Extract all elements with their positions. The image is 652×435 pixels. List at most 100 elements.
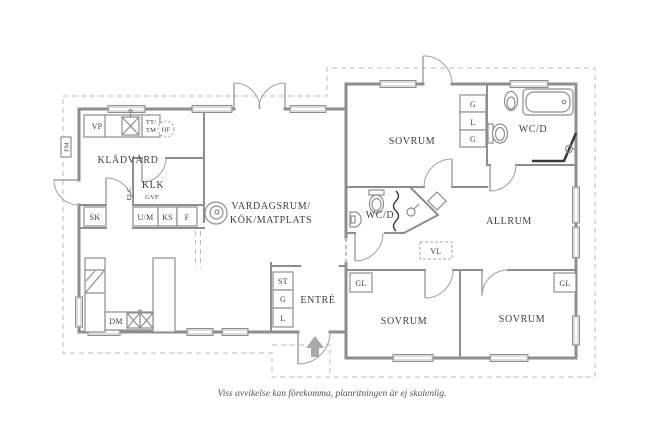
closet-l1-label: L <box>470 118 475 127</box>
door-wcd-top-swing <box>489 164 517 192</box>
wcd-top-label: WC/D <box>519 124 548 135</box>
vardagsrum-label-line2: KÖK/MATPLATS <box>230 214 312 226</box>
dashed-outline <box>62 67 596 378</box>
closet-g2 <box>459 129 487 148</box>
kitchen-counters: DM <box>84 257 176 333</box>
sovrum-br-label: SOVRUM <box>499 314 545 325</box>
vardagsrum-label-line1: VARDAGSRUM/ <box>231 201 310 212</box>
gvf-label: GVF <box>145 194 159 201</box>
shower-curtain-wavy <box>392 190 400 232</box>
hf-unit-circle <box>157 120 175 138</box>
sovrum-bl-label: SOVRUM <box>381 316 427 327</box>
freezer-box <box>176 206 198 227</box>
hf-label: HF <box>162 127 171 134</box>
closet-g-label: G <box>280 295 286 304</box>
interior-walls <box>78 83 577 359</box>
window <box>75 296 83 328</box>
door-klk-swing <box>141 157 167 183</box>
toilet-icon <box>487 123 509 144</box>
fm-label: FM <box>64 142 71 152</box>
window <box>392 354 434 362</box>
allrum-label: ALLRUM <box>486 216 532 227</box>
sk-label: SK <box>90 213 101 222</box>
window <box>186 328 214 336</box>
interior-walls-right <box>345 83 577 359</box>
counter-right-peninsula <box>152 257 176 333</box>
room-labels: KLÄDVÅRD KLK VARDAGSRUM/ KÖK/MATPLATS EN… <box>98 124 548 327</box>
sovrum-top-label: SOVRUM <box>389 136 435 147</box>
toilet-icon <box>368 189 385 214</box>
bathtub-icon <box>522 88 574 116</box>
heat-pump-label: VP <box>92 122 103 131</box>
vl-box <box>419 241 453 260</box>
closet-gl-left-label: GL <box>355 279 366 288</box>
dryer-label: TT/ <box>146 119 156 126</box>
window <box>572 315 580 346</box>
window <box>107 105 146 113</box>
window <box>289 105 327 113</box>
double-door-terrace-swing <box>233 82 286 110</box>
appliance-row: SK U/M KS F <box>83 206 198 227</box>
interior-walls-left <box>78 108 347 333</box>
closet-gl-right-label: GL <box>559 279 570 288</box>
shower-mixer-icon <box>564 144 576 154</box>
elc-label: ELC <box>126 188 133 201</box>
porch-outline <box>272 344 331 377</box>
window <box>572 186 580 224</box>
door-entrance-swing <box>297 331 331 365</box>
oven-micro-label: U/M <box>137 213 153 222</box>
closet-gl-right <box>553 272 577 293</box>
stove-icon <box>204 201 228 225</box>
wcd-mid-fixtures <box>349 189 420 232</box>
closet-g2-label: G <box>470 135 476 144</box>
laundry-sink-icon <box>121 108 140 136</box>
windows <box>75 80 580 362</box>
exterior-wall-left-building <box>77 107 348 334</box>
freezer-label: F <box>185 213 190 222</box>
entre-closets: ST G L <box>272 271 294 328</box>
pedestal-sink-icon <box>503 90 519 112</box>
wcd-top-fixtures <box>487 88 578 163</box>
closet-gl-left <box>349 272 373 293</box>
disclaimer-text: Viss avvikelse kan förekomma, planritnin… <box>218 388 447 399</box>
shower-head-icon <box>406 203 420 217</box>
door-sovrum-br-swing <box>481 269 509 297</box>
window <box>221 328 249 336</box>
door-left-exterior-swing <box>53 179 80 206</box>
washer-label: TM <box>146 127 156 134</box>
closet-g1-label: G <box>470 100 476 109</box>
fm-unit-box <box>60 136 72 158</box>
window <box>489 354 529 362</box>
eaves-outline <box>62 67 596 378</box>
dishwasher-label: DM <box>109 317 123 326</box>
kitchen-dashed-marks <box>195 231 201 268</box>
entre-label: ENTRÉ <box>300 294 335 306</box>
kladvard-units: VP TT/ TM HF FM ELC GVF <box>60 108 175 201</box>
door-sovrum-top-swing <box>423 158 453 188</box>
wcd-mid-label: WC/D <box>366 210 395 221</box>
vl-label: VL <box>430 247 441 256</box>
doors <box>53 55 517 365</box>
door-kladvard-swing <box>105 177 134 206</box>
klk-label: KLK <box>142 180 165 191</box>
kladvard-label: KLÄDVÅRD <box>98 154 159 166</box>
sovrum-top-closets: G L G <box>459 94 487 148</box>
door-sovrum-bl-swing <box>424 269 454 299</box>
sk-box <box>83 206 107 227</box>
window <box>509 80 549 88</box>
counter-diagonal-marks <box>85 269 105 294</box>
closet-l-label: L <box>280 314 285 323</box>
entrance-arrow-icon <box>306 336 324 357</box>
door-wcd-mid-diamond <box>427 191 447 211</box>
vl-unit: VL <box>419 241 453 260</box>
kitchen-sink-icon <box>126 309 154 329</box>
door-top-exterior-swing <box>422 55 453 85</box>
fridge-label: KS <box>162 213 173 222</box>
shower-wall-lines <box>532 132 578 163</box>
exterior-walls <box>77 82 578 360</box>
door-wcd-mid-swing <box>354 232 384 262</box>
double-door-terrace <box>233 83 286 109</box>
sovrum-bottom-closets: GL GL <box>349 272 577 293</box>
